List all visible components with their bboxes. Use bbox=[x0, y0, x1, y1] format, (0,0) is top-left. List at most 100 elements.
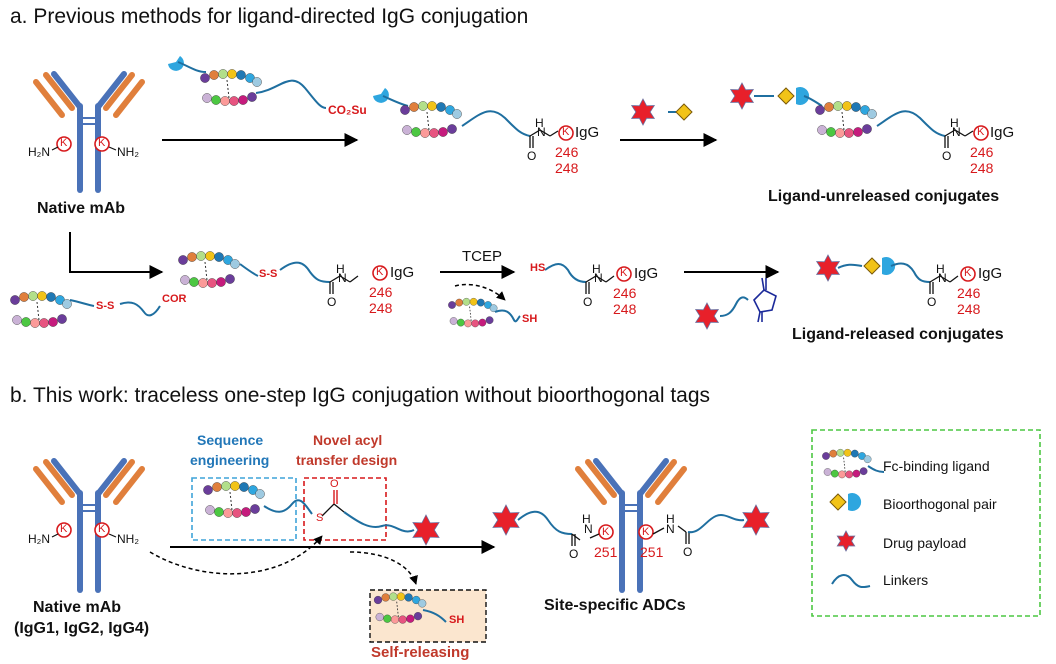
acyl-transfer-reagent bbox=[203, 481, 415, 533]
site-specific-adc bbox=[517, 458, 745, 593]
amide-o: O bbox=[527, 149, 537, 163]
amide-h: H bbox=[535, 116, 544, 130]
amine-right-a: NH₂ bbox=[117, 145, 139, 159]
amide-o: O bbox=[327, 295, 337, 309]
drug-payload-icon bbox=[836, 530, 856, 552]
site-label: 248 bbox=[555, 160, 579, 176]
site-label: 248 bbox=[957, 301, 981, 317]
lysine-label: K bbox=[964, 267, 972, 279]
legend-label: Linkers bbox=[883, 572, 929, 588]
lysine-label: K bbox=[562, 126, 570, 138]
legend-label: Bioorthogonal pair bbox=[883, 496, 997, 512]
dashed-arrow-tcep bbox=[454, 283, 506, 301]
thiol-label: SH bbox=[522, 313, 538, 325]
lysine-label: K bbox=[977, 126, 985, 138]
amide-o: O bbox=[583, 295, 593, 309]
amide-n: N bbox=[594, 271, 603, 285]
section-a-heading: a. Previous methods for ligand-directed … bbox=[10, 5, 529, 28]
igg-label: IgG bbox=[978, 265, 1003, 282]
amide-h: H bbox=[592, 262, 601, 276]
disulfide-linked-igg bbox=[178, 251, 388, 294]
amine-right-b: NH₂ bbox=[117, 532, 139, 546]
amide-h: H bbox=[950, 116, 959, 130]
lysine-label: K bbox=[642, 526, 650, 538]
disulfide-label: S-S bbox=[259, 268, 278, 280]
maleimide-payload bbox=[719, 277, 777, 323]
acyl-transfer-title: Novel acyl bbox=[313, 432, 383, 448]
reagent-ester-label: CO₂Su bbox=[328, 103, 367, 117]
lysine-label: K bbox=[98, 523, 106, 535]
native-mab-label-b: Native mAb bbox=[33, 599, 122, 616]
igg-label: IgG bbox=[990, 124, 1015, 141]
payload-diamond-reagent bbox=[668, 103, 693, 121]
thioester-o: O bbox=[330, 478, 339, 490]
site-label: 246 bbox=[957, 285, 981, 301]
ligand-bound-igg-intermediate bbox=[373, 88, 574, 148]
amide-h: H bbox=[336, 262, 345, 276]
drug-payload-icon bbox=[729, 82, 755, 110]
dashed-arrow-attack bbox=[149, 535, 323, 575]
section-b-heading: b. This work: traceless one-step IgG con… bbox=[10, 384, 711, 407]
thioester-s: S bbox=[316, 512, 324, 524]
ligand-released-conjugate bbox=[837, 257, 976, 294]
lysine-label: K bbox=[620, 267, 628, 279]
amide-n: N bbox=[666, 522, 675, 536]
igg-label: IgG bbox=[634, 265, 659, 282]
ligand-reagent-ester bbox=[168, 56, 327, 109]
drug-payload-icon bbox=[492, 504, 520, 536]
cor-label: COR bbox=[162, 293, 187, 305]
site-label: 248 bbox=[970, 160, 994, 176]
self-released-ligand bbox=[373, 592, 447, 624]
amine-left-b: H₂N bbox=[28, 532, 50, 546]
site-label: 246 bbox=[970, 144, 994, 160]
amide-o: O bbox=[683, 545, 693, 559]
thiol-igg bbox=[544, 263, 632, 294]
acyl-transfer-title: transfer design bbox=[296, 452, 398, 468]
adc-label: Site-specific ADCs bbox=[544, 597, 686, 614]
site-label: 248 bbox=[613, 301, 637, 317]
dashed-arrow-release bbox=[349, 551, 418, 585]
amide-o: O bbox=[942, 149, 952, 163]
ligand-unreleased-label: Ligand-unreleased conjugates bbox=[768, 188, 1000, 205]
isotype-label: (IgG1, IgG2, IgG4) bbox=[14, 620, 150, 637]
drug-payload-icon bbox=[630, 98, 656, 126]
legend-label: Drug payload bbox=[883, 535, 967, 551]
site-label: 251 bbox=[594, 544, 618, 560]
drug-payload-icon bbox=[815, 254, 841, 282]
bioorthogonal-pair-icon bbox=[829, 493, 862, 511]
amide-n: N bbox=[338, 271, 347, 285]
amide-h: H bbox=[936, 262, 945, 276]
site-label: 246 bbox=[369, 284, 393, 300]
legend-label: Fc-binding ligand bbox=[883, 458, 990, 474]
drug-payloads bbox=[412, 82, 856, 552]
native-mab-label-a: Native mAb bbox=[37, 200, 126, 217]
drug-payload-icon bbox=[742, 504, 770, 536]
linker-icon bbox=[831, 574, 871, 589]
sequence-engineering-title: engineering bbox=[190, 452, 270, 468]
site-label: 246 bbox=[613, 285, 637, 301]
native-antibody-b bbox=[33, 458, 145, 593]
ligand-released-label: Ligand-released conjugates bbox=[792, 326, 1004, 343]
self-releasing-label: Self-releasing bbox=[371, 644, 470, 661]
legend-box bbox=[811, 429, 1041, 617]
site-label: 251 bbox=[640, 544, 664, 560]
amide-n: N bbox=[938, 271, 947, 285]
amide-h: H bbox=[666, 512, 675, 526]
native-antibody-a bbox=[33, 71, 145, 193]
disulfide-label: S-S bbox=[96, 300, 115, 312]
amine-left-a: H₂N bbox=[28, 145, 50, 159]
tcep-label: TCEP bbox=[462, 248, 503, 265]
amide-o: O bbox=[569, 547, 579, 561]
amide-h: H bbox=[582, 512, 591, 526]
ligand-reagent-disulfide bbox=[10, 291, 161, 328]
reaction-arrow-a3 bbox=[69, 232, 164, 279]
lysine-label: K bbox=[98, 137, 106, 149]
thiol-label: HS bbox=[530, 262, 546, 274]
released-ligand-thiol-a bbox=[448, 297, 521, 328]
amide-n: N bbox=[537, 125, 546, 139]
lysine-label: K bbox=[376, 266, 384, 278]
lysine-label: K bbox=[60, 137, 68, 149]
acyl-transfer-box bbox=[303, 477, 387, 541]
amide-o: O bbox=[927, 295, 937, 309]
